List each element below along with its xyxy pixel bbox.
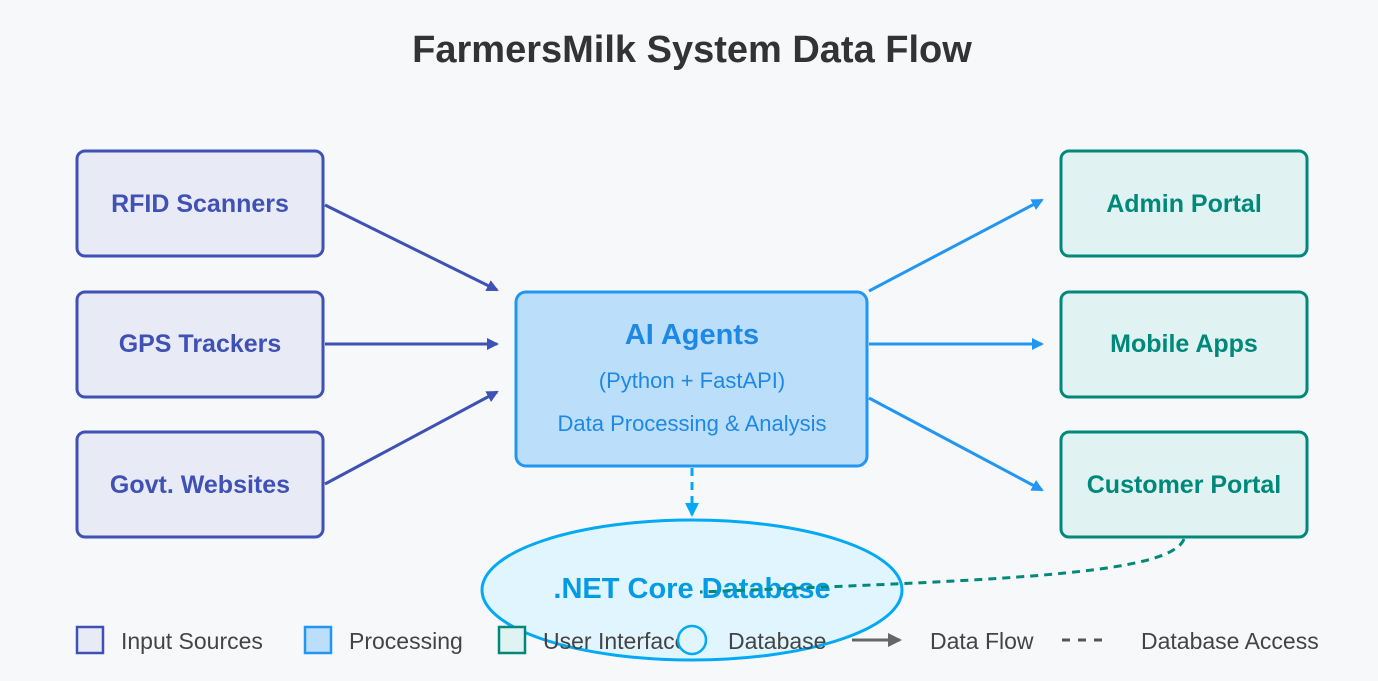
flow-arrow-admin xyxy=(868,198,1044,293)
legend-label: User Interfaces xyxy=(543,628,699,654)
input-gps-trackers: GPS Trackers xyxy=(75,290,325,399)
database-label: .NET Core Database xyxy=(553,573,830,605)
flow-arrow-rfid xyxy=(324,203,499,292)
legend-label: Database Access xyxy=(1141,628,1319,654)
legend: Input Sources Processing User Interfaces… xyxy=(75,624,1319,656)
flow-arrow-customer xyxy=(868,396,1044,492)
processing-ai-agents: AI Agents (Python + FastAPI) Data Proces… xyxy=(514,290,869,468)
input-label: RFID Scanners xyxy=(111,190,289,218)
processing-title: AI Agents xyxy=(625,319,759,351)
legend-database-access: Database Access xyxy=(1062,628,1319,654)
legend-label: Processing xyxy=(349,628,463,654)
flow-arrow-govt xyxy=(324,390,499,486)
output-label: Admin Portal xyxy=(1106,190,1262,218)
legend-label: Database xyxy=(728,628,826,654)
legend-data-flow: Data Flow xyxy=(852,628,1034,654)
output-mobile-apps: Mobile Apps xyxy=(1059,290,1309,399)
legend-processing: Processing xyxy=(303,625,463,655)
output-label: Mobile Apps xyxy=(1110,330,1258,358)
legend-label: Data Flow xyxy=(930,628,1034,654)
output-admin-portal: Admin Portal xyxy=(1059,149,1309,258)
legend-input-sources: Input Sources xyxy=(75,625,263,655)
input-label: Govt. Websites xyxy=(110,471,290,499)
legend-label: Input Sources xyxy=(121,628,263,654)
legend-user-interfaces: User Interfaces xyxy=(497,625,699,655)
processing-description: Data Processing & Analysis xyxy=(557,411,826,436)
input-rfid-scanners: RFID Scanners xyxy=(75,149,325,258)
output-customer-portal: Customer Portal xyxy=(1059,430,1309,539)
input-govt-websites: Govt. Websites xyxy=(75,430,325,539)
processing-subtitle: (Python + FastAPI) xyxy=(599,368,785,393)
output-label: Customer Portal xyxy=(1087,471,1281,499)
input-label: GPS Trackers xyxy=(119,330,282,358)
legend-database: Database xyxy=(676,624,826,656)
diagram-title: FarmersMilk System Data Flow xyxy=(412,29,972,71)
db-access-curve xyxy=(699,538,1186,594)
